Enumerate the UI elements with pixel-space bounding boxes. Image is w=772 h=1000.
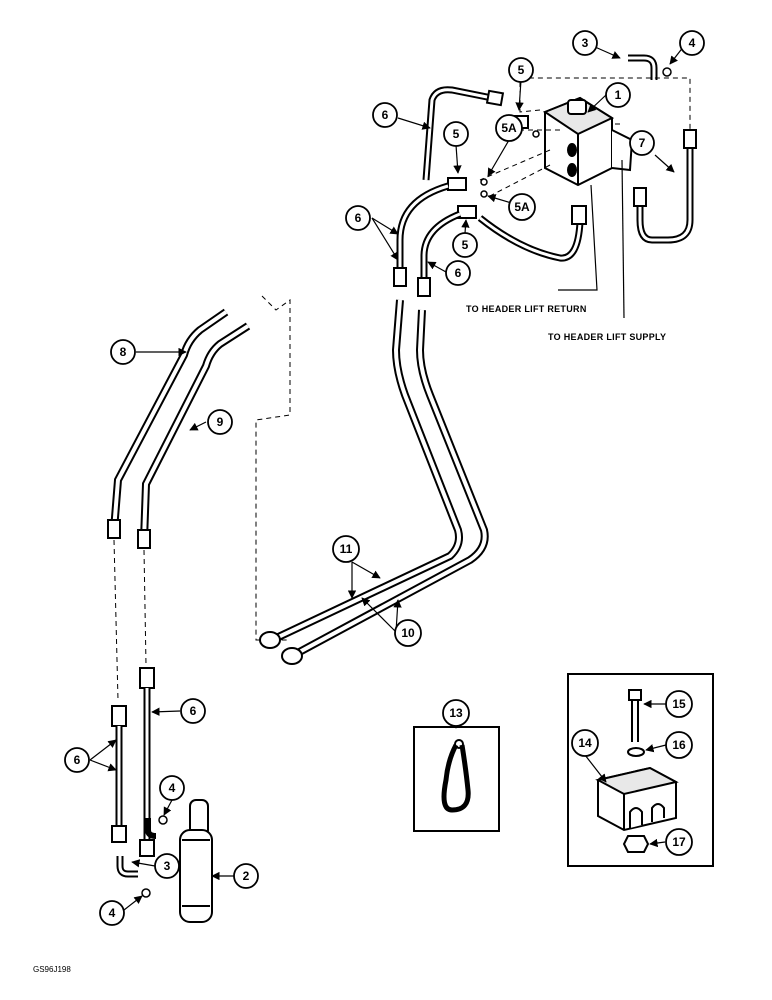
callout-5-top: 5: [508, 57, 534, 83]
upper-hoses: [393, 54, 697, 297]
svg-text:15: 15: [672, 697, 686, 711]
svg-text:16: 16: [672, 738, 686, 752]
svg-text:1: 1: [615, 88, 622, 102]
lower-hoses: [111, 667, 168, 898]
note-leader-lines: [558, 159, 625, 319]
callouts: 1 3 4 5 6 5 5A 5A 5 6 6 7 8 9 11 10 6 6 …: [64, 30, 705, 926]
callout-8: 8: [110, 339, 136, 365]
callout-3-top: 3: [572, 30, 598, 56]
note-header-lift-return: TO HEADER LIFT RETURN: [466, 304, 587, 314]
callout-6-lower-right: 6: [180, 698, 206, 724]
svg-text:4: 4: [169, 781, 176, 795]
callout-14: 14: [571, 729, 599, 757]
callout-4-top: 4: [679, 30, 705, 56]
tube-10-11: [259, 299, 489, 665]
svg-text:10: 10: [401, 626, 415, 640]
callout-5-lower: 5: [452, 232, 478, 258]
svg-text:11: 11: [340, 542, 353, 556]
callout-6-top: 6: [372, 102, 398, 128]
callout-13: 13: [442, 699, 470, 727]
callout-5A-lower: 5A: [508, 193, 536, 221]
callout-4-bottom: 4: [99, 900, 125, 926]
svg-text:6: 6: [74, 753, 81, 767]
svg-text:5A: 5A: [501, 121, 517, 135]
callout-10: 10: [394, 619, 422, 647]
hydraulic-cylinder: [179, 799, 213, 923]
svg-text:3: 3: [582, 36, 589, 50]
svg-text:9: 9: [217, 415, 224, 429]
callout-17: 17: [665, 828, 693, 856]
callout-15: 15: [665, 690, 693, 718]
callout-leaders: [89, 42, 685, 911]
svg-text:4: 4: [689, 36, 696, 50]
callout-2: 2: [233, 863, 259, 889]
svg-text:4: 4: [109, 906, 116, 920]
svg-text:17: 17: [672, 835, 686, 849]
callout-6-lower-left: 6: [64, 747, 90, 773]
callout-11: 11: [332, 535, 360, 563]
svg-text:2: 2: [243, 869, 250, 883]
svg-text:13: 13: [449, 706, 463, 720]
callout-5-middle: 5: [443, 121, 469, 147]
svg-text:5: 5: [518, 63, 525, 77]
callout-5A-upper: 5A: [495, 114, 523, 142]
callout-1: 1: [605, 82, 631, 108]
callout-4-middle: 4: [159, 775, 185, 801]
strap-box: [413, 726, 500, 832]
callout-9: 9: [207, 409, 233, 435]
clamp-box: [567, 673, 714, 867]
svg-text:6: 6: [382, 108, 389, 122]
svg-text:8: 8: [120, 345, 127, 359]
svg-text:6: 6: [355, 211, 362, 225]
callout-6-left: 6: [345, 205, 371, 231]
svg-text:6: 6: [190, 704, 197, 718]
callout-3-lower: 3: [154, 853, 180, 879]
lower-dash-lines: [113, 539, 147, 701]
svg-text:6: 6: [455, 266, 462, 280]
callout-16: 16: [665, 731, 693, 759]
figure-code: GS96J198: [33, 965, 71, 974]
valve-block: [542, 96, 634, 187]
svg-text:5: 5: [462, 238, 469, 252]
note-header-lift-supply: TO HEADER LIFT SUPPLY: [548, 332, 666, 342]
svg-text:3: 3: [164, 859, 171, 873]
callout-6-right: 6: [445, 260, 471, 286]
callout-7: 7: [629, 130, 655, 156]
svg-text:7: 7: [639, 136, 646, 150]
svg-text:5A: 5A: [514, 200, 530, 214]
svg-text:5: 5: [453, 127, 460, 141]
svg-text:14: 14: [578, 736, 592, 750]
